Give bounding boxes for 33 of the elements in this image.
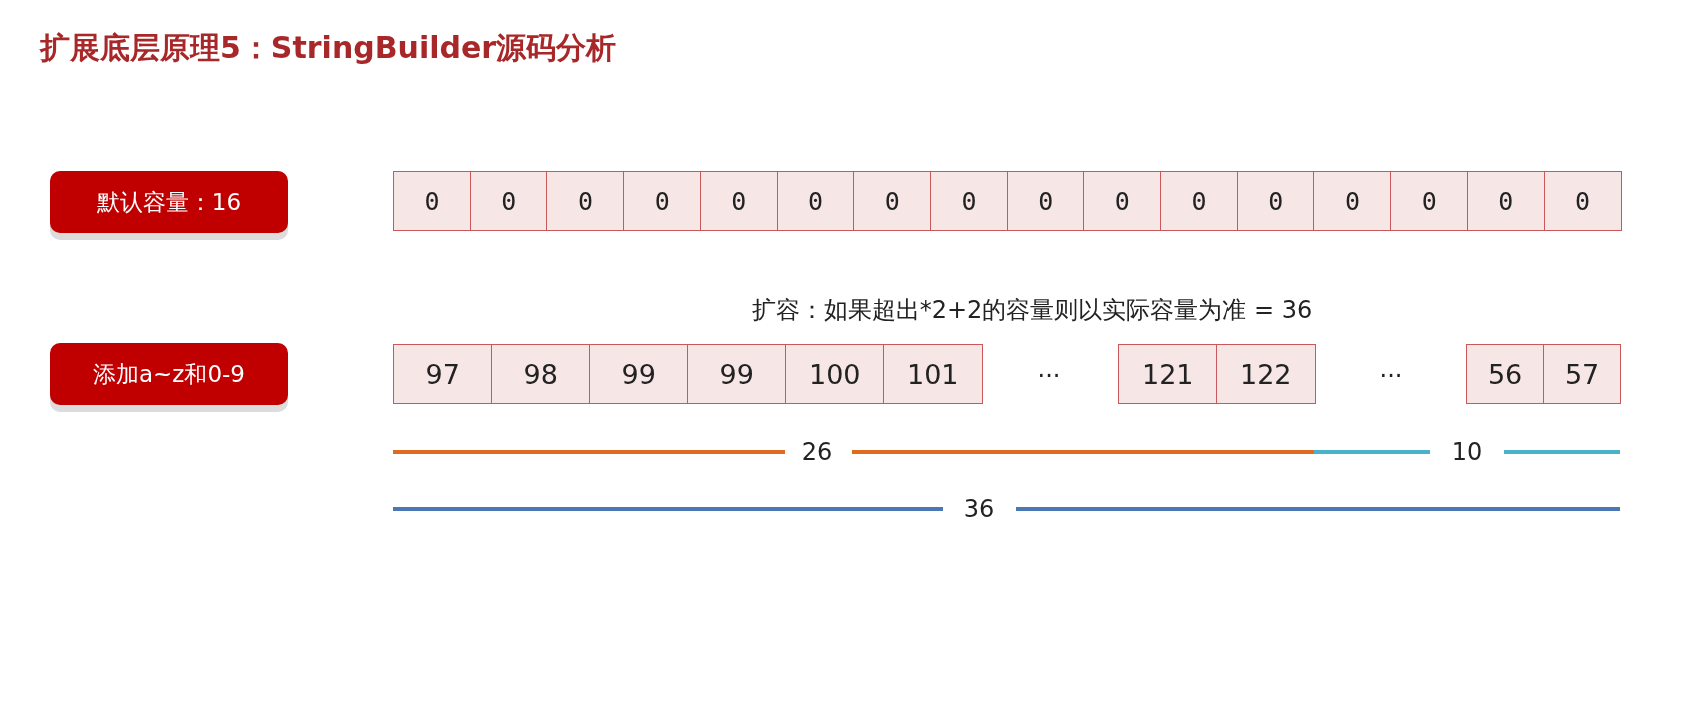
page-title: 扩展底层原理5：StringBuilder源码分析: [40, 29, 617, 67]
array-cell: 0: [1313, 171, 1392, 231]
array-cell: 57: [1543, 344, 1622, 404]
array-cell: 0: [546, 171, 625, 231]
array-cell: 0: [1006, 171, 1085, 231]
array-cell: 0: [1466, 171, 1545, 231]
array-cell: 100: [785, 344, 885, 404]
array-cell: 121: [1118, 344, 1218, 404]
dimension-label: 10: [1451, 438, 1483, 466]
note-text: 扩容：如果超出*2+2的容量则以实际容量为准 = 36: [751, 295, 1313, 326]
array-cell: 0: [776, 171, 855, 231]
array-cell: 0: [1236, 171, 1315, 231]
array-cell: 101: [883, 344, 983, 404]
array-cell: 0: [1083, 171, 1162, 231]
array-cell: 98: [491, 344, 591, 404]
array-cell: 0: [1160, 171, 1239, 231]
array-cell: 0: [853, 171, 932, 231]
array-cell: 0: [393, 171, 472, 231]
dimension-label: 26: [801, 438, 833, 466]
array-cell: 97: [393, 344, 493, 404]
array-cell: 0: [1543, 171, 1622, 231]
ellipsis: ···: [1037, 362, 1061, 390]
array-cell: 99: [589, 344, 689, 404]
array-cell: 0: [1390, 171, 1469, 231]
ellipsis: ···: [1379, 362, 1403, 390]
array-cell: 122: [1216, 344, 1316, 404]
array-cell: 0: [929, 171, 1009, 231]
dimension-label: 36: [963, 495, 995, 523]
array-cell: 56: [1466, 344, 1545, 404]
array-cell: 0: [469, 171, 548, 231]
array-cell: 0: [623, 171, 702, 231]
array-cell: 99: [687, 344, 787, 404]
array-cell: 0: [699, 171, 778, 231]
